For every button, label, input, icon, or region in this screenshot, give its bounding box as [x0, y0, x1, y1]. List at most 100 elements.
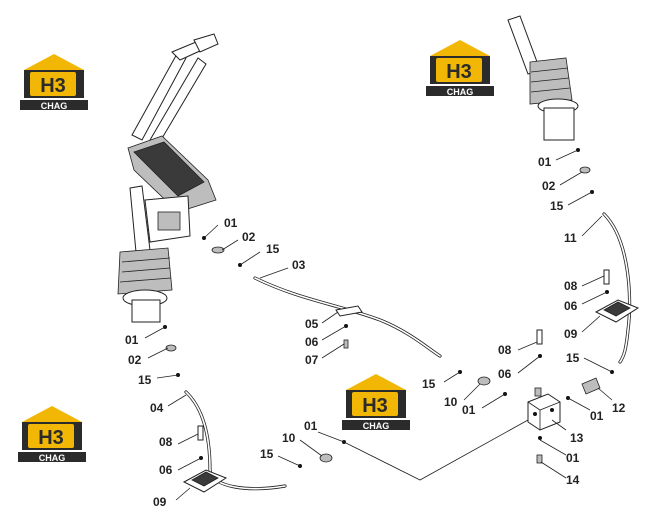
brand-logo-graphic: H3 CHAG	[20, 54, 88, 111]
callout-08: 08	[498, 343, 512, 357]
logo-mark: H3	[40, 75, 66, 97]
right-joystick	[507, 15, 579, 141]
logo-banner	[20, 100, 88, 110]
callout-10: 10	[444, 395, 458, 409]
leader	[517, 355, 541, 374]
brand-logo-graphic: H3 CHAG	[18, 406, 86, 463]
hose-04-core	[185, 391, 286, 490]
callout-15: 15	[550, 199, 564, 213]
fittings	[165, 166, 610, 464]
leader-to-valve	[343, 419, 529, 481]
leader	[147, 347, 169, 359]
leader	[551, 419, 567, 431]
washer	[538, 436, 542, 440]
callout-09: 09	[564, 327, 578, 341]
fitting-02	[579, 166, 591, 174]
hose-11	[602, 212, 632, 364]
callout-15: 15	[422, 377, 436, 391]
logo-mark: H3	[38, 427, 64, 449]
callout-02: 02	[242, 230, 256, 244]
hoses	[184, 212, 632, 491]
valve-block-edges	[527, 401, 561, 430]
leader	[277, 455, 301, 467]
leader	[581, 291, 608, 305]
callout-08: 08	[564, 279, 578, 293]
foot-pedal-assembly	[127, 33, 219, 243]
leader	[559, 171, 583, 186]
leader	[481, 393, 506, 409]
leader	[583, 357, 613, 373]
brand-logo-3: H3 CHAG	[340, 372, 412, 431]
fitting-12	[581, 377, 601, 395]
logo-roof	[346, 374, 406, 390]
leader	[517, 341, 538, 351]
callout-12: 12	[612, 401, 626, 415]
bracket-right	[594, 299, 640, 323]
leader	[555, 149, 579, 161]
joystick-right-body	[543, 107, 575, 141]
callout-07: 07	[305, 353, 319, 367]
valve-port	[533, 412, 537, 416]
callout-15: 15	[138, 373, 152, 387]
callout-11: 11	[564, 231, 577, 245]
callout-14: 14	[566, 473, 580, 487]
leader	[167, 394, 187, 407]
callout-01: 01	[590, 409, 604, 423]
fitting-10	[477, 376, 491, 386]
callout-06: 06	[564, 299, 578, 313]
leader	[221, 239, 239, 251]
bolt-08	[603, 269, 610, 285]
leader	[177, 433, 199, 445]
callout-06: 06	[305, 335, 319, 349]
callout-08: 08	[159, 435, 173, 449]
leader	[321, 325, 347, 341]
leader	[581, 315, 601, 333]
hose-11-core	[603, 213, 631, 363]
logo-banner	[342, 420, 410, 430]
bracket-09-left-top	[191, 471, 219, 487]
logo-banner	[426, 86, 494, 96]
leader	[156, 374, 179, 379]
bracket-05	[335, 305, 363, 317]
logo-roof	[22, 406, 82, 422]
logo-badge	[352, 392, 398, 416]
callout-02: 02	[128, 353, 142, 367]
callouts: 01 02 15 03 05 06 07 01 02 15 04 08 06 0…	[125, 155, 626, 509]
pedal-tread	[133, 141, 205, 197]
valve-port	[550, 408, 554, 412]
bolt-08	[536, 329, 543, 345]
valve-top-fitting	[534, 387, 542, 397]
leader	[175, 487, 191, 501]
leader	[463, 383, 481, 401]
leader	[581, 215, 603, 237]
callout-06: 06	[498, 367, 512, 381]
logo-badge	[30, 72, 76, 96]
pedal-valve-block	[157, 211, 181, 231]
bolt-07	[343, 339, 349, 349]
brand-logo-1: H3 CHAG	[18, 52, 90, 111]
callout-05: 05	[305, 317, 319, 331]
leader	[239, 251, 261, 266]
callout-09: 09	[153, 495, 167, 509]
leader	[317, 431, 345, 443]
logo-roof	[430, 40, 490, 56]
brand-logo-4: H3 CHAG	[16, 404, 88, 463]
callout-04: 04	[150, 401, 164, 415]
logo-mark: H3	[362, 395, 388, 417]
left-joystick	[117, 185, 173, 323]
brand-logo-graphic: H3 CHAG	[342, 374, 410, 431]
valve-block-body	[527, 393, 561, 431]
leader	[443, 371, 461, 383]
leader	[321, 311, 339, 324]
joystick-left-boot	[117, 247, 173, 295]
brand-logo-graphic: H3 CHAG	[426, 40, 494, 97]
callout-06: 06	[159, 463, 173, 477]
leader-lines	[144, 149, 613, 501]
fitting-10	[319, 453, 333, 463]
leader	[597, 387, 613, 401]
joystick-right-boot-ribs	[530, 67, 571, 93]
logo-name: CHAG	[363, 421, 390, 430]
bracket-09-right-top	[603, 301, 631, 317]
callout-15: 15	[260, 447, 274, 461]
